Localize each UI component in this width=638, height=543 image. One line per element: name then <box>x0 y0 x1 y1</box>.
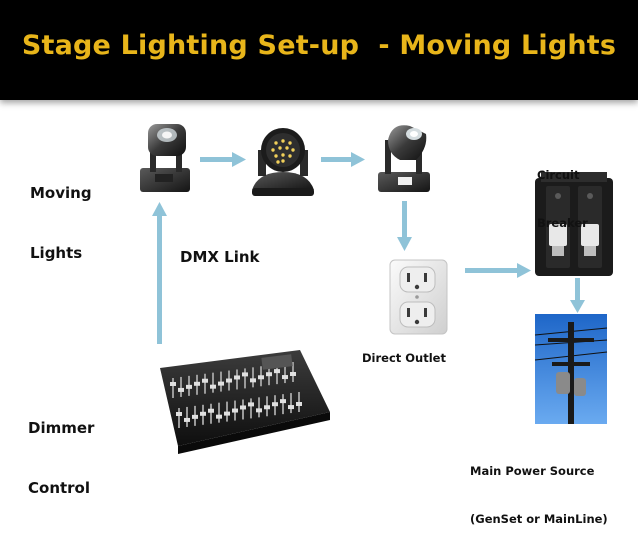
fader-track <box>212 372 214 393</box>
fader-track <box>172 378 174 398</box>
main-power-source-label: Main Power Source (GenSet or MainLine) <box>470 431 608 543</box>
arrow-light3-to-outlet <box>397 201 412 251</box>
fader-track <box>290 393 292 414</box>
circuit-breaker-label: Circuit Breaker <box>537 135 588 247</box>
fader-knob <box>242 372 248 377</box>
fader-knob <box>202 378 208 383</box>
dmx-link-label: DMX Link <box>180 248 260 266</box>
console-faders <box>170 362 302 428</box>
fader-track <box>186 406 188 427</box>
direct-outlet-label: Direct Outlet <box>362 351 446 365</box>
fader-track <box>250 398 252 419</box>
moving-head-beam-icon <box>378 125 430 192</box>
led-moving-head-icon <box>252 128 314 196</box>
fader-knob <box>232 408 238 413</box>
title-bar: Stage Lighting Set-up - Moving Lights <box>0 0 638 100</box>
utility-pole-icon <box>534 314 608 424</box>
fader-knob <box>264 405 270 410</box>
circuit-breaker-icon <box>535 172 613 276</box>
circuit-breaker-label-line2: Breaker <box>537 216 588 230</box>
fader-knob <box>234 375 240 380</box>
arrow-outlet-to-breaker <box>465 263 531 278</box>
fader-knob <box>194 381 200 386</box>
fader-track <box>180 376 182 397</box>
fader-knob <box>184 417 190 422</box>
fader-track <box>204 373 206 394</box>
dimmer-control-label: Dimmer Control <box>28 378 94 518</box>
fader-track <box>244 368 246 389</box>
moving-lights-label: Moving Lights <box>30 143 92 283</box>
dimmer-console-icon <box>160 350 330 454</box>
arrow-console-to-light1 <box>152 202 167 344</box>
dimmer-control-label-line1: Dimmer <box>28 419 95 437</box>
circuit-breaker-label-line1: Circuit <box>537 168 580 182</box>
fader-knob <box>290 372 296 376</box>
fader-knob <box>226 378 232 383</box>
main-power-source-label-line2: (GenSet or MainLine) <box>470 512 608 526</box>
fader-track <box>178 408 180 428</box>
fader-knob <box>210 384 216 389</box>
fader-knob <box>296 402 302 406</box>
main-power-source-label-line1: Main Power Source <box>470 464 595 478</box>
fader-knob <box>282 375 288 380</box>
moving-head-light-icon <box>140 124 190 192</box>
fader-knob <box>280 399 286 404</box>
moving-lights-label-line1: Moving <box>30 184 92 202</box>
fader-knob <box>218 381 224 386</box>
fader-knob <box>250 378 256 383</box>
fader-knob <box>256 408 262 413</box>
fader-track <box>218 402 220 423</box>
moving-lights-label-line2: Lights <box>30 244 83 262</box>
fader-knob <box>240 405 246 410</box>
fader-track <box>258 397 260 418</box>
fader-knob <box>176 412 182 416</box>
arrow-light1-to-light2 <box>200 152 246 167</box>
fader-knob <box>216 414 222 419</box>
fader-knob <box>266 372 272 377</box>
fader-track <box>252 367 254 388</box>
arrow-breaker-to-power <box>570 278 585 313</box>
fader-knob <box>224 411 230 416</box>
fader-knob <box>288 405 294 410</box>
fader-knob <box>248 402 254 407</box>
fader-track <box>210 403 212 424</box>
fader-knob <box>258 375 264 380</box>
wall-outlet-icon <box>389 259 448 335</box>
fader-knob <box>272 402 278 407</box>
fader-track <box>282 394 284 415</box>
fader-knob <box>192 414 198 419</box>
fader-track <box>276 364 278 385</box>
slide-title: Stage Lighting Set-up - Moving Lights <box>21 30 617 61</box>
lighting-diagram <box>140 124 613 454</box>
fader-track <box>284 363 286 384</box>
fader-knob <box>170 382 176 386</box>
dimmer-control-label-line2: Control <box>28 479 91 497</box>
fader-knob <box>178 387 184 392</box>
fader-knob <box>208 408 214 413</box>
fader-knob <box>186 384 192 389</box>
arrow-light2-to-light3 <box>321 152 365 167</box>
fader-knob <box>200 411 206 416</box>
fader-knob <box>274 369 280 374</box>
